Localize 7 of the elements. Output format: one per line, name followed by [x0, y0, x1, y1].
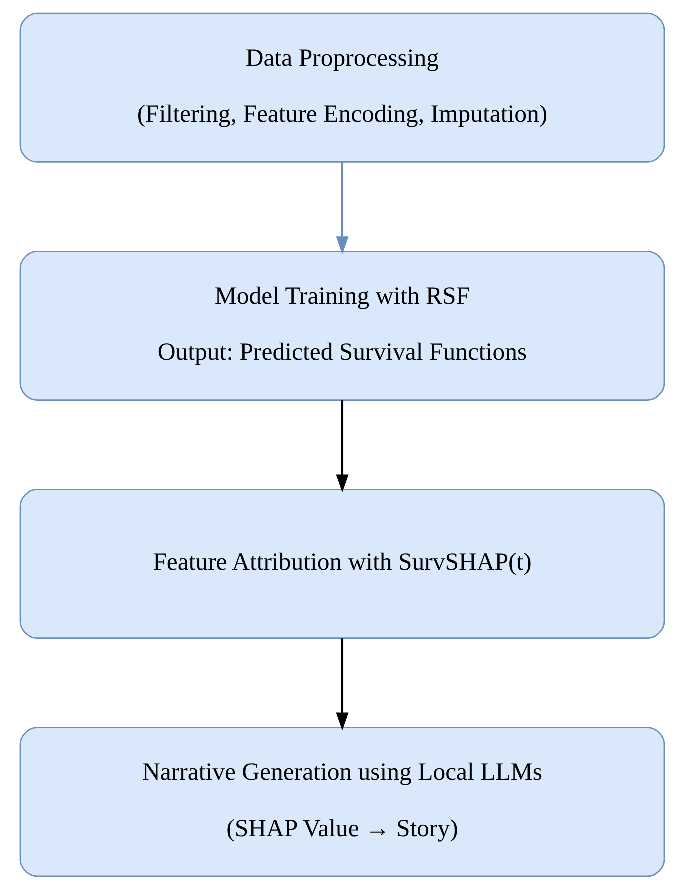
node-box: Feature Attribution with SurvSHAP(t) — [20, 489, 666, 640]
node-box: Data Proprocessing (Filtering, Feature Encoding, Imputation) — [20, 12, 666, 163]
node-box: Model Training with RSF Output: Predicted Survival Functions — [20, 250, 666, 401]
node-box: Narrative Generation using Local LLMs (SHAP Value → Story) — [20, 727, 666, 878]
arrow — [336, 638, 349, 731]
arrow — [336, 400, 349, 493]
arrow — [336, 162, 349, 255]
